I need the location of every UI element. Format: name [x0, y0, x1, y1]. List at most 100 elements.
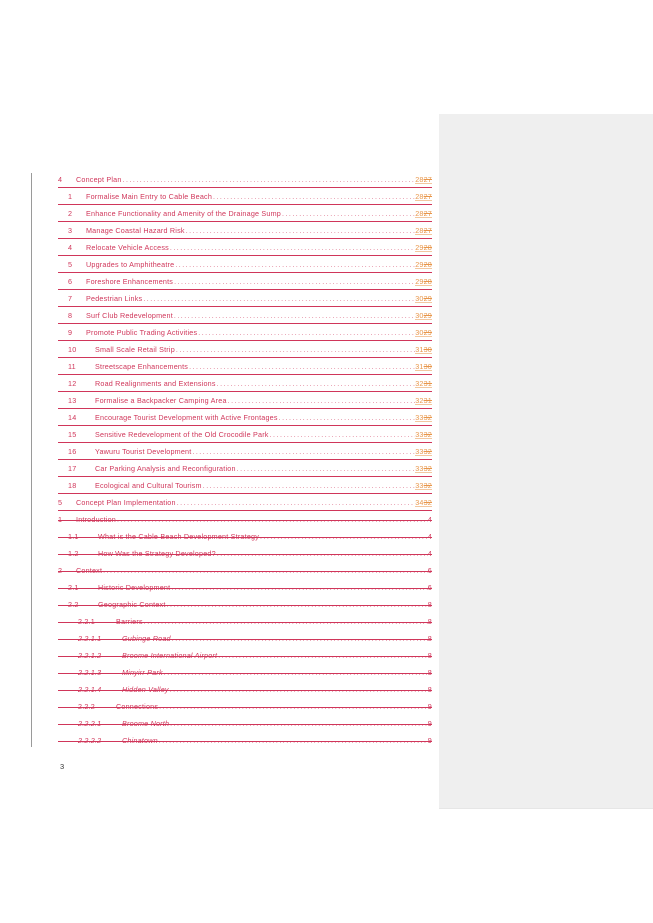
toc-title: What is the Cable Beach Development Stra… [98, 532, 260, 541]
toc-page: 3029 [415, 293, 432, 303]
toc-leader [189, 362, 415, 371]
toc-entry-deleted[interactable]: 2Context6 [58, 562, 432, 579]
toc-number: 1 [68, 191, 73, 201]
toc-number: 17 [68, 463, 77, 473]
toc-title: Barriers [116, 617, 143, 626]
toc-number: 15 [68, 429, 77, 439]
toc-entry[interactable]: 17 Car Parking Analysis and Reconfigurati… [58, 460, 432, 477]
toc-number: 14 [68, 412, 77, 422]
toc-number: 12 [68, 378, 77, 388]
toc-title: Car Parking Analysis and Reconfiguration [95, 463, 236, 473]
toc-leader [260, 532, 428, 541]
toc-entry[interactable]: 14 Encourage Tourist Development with Act… [58, 409, 432, 426]
toc-number: 2.1 [68, 583, 79, 592]
toc-entry-deleted[interactable]: 2.2.2.2Chinatown9 [58, 732, 432, 749]
toc-page: 2928 [415, 242, 432, 252]
toc-page: 3332 [415, 429, 432, 439]
toc-leader [170, 719, 428, 728]
toc-page: 2827 [415, 208, 432, 218]
toc-leader [217, 549, 428, 558]
toc-number: 2.2.1.3 [78, 668, 102, 677]
toc-entry-deleted[interactable]: 2.2.2Connections9 [58, 698, 432, 715]
toc-page: 3332 [415, 480, 432, 490]
toc-number: 5 [58, 497, 63, 507]
toc-leader [174, 277, 415, 286]
toc-number: 2.2 [68, 600, 79, 609]
toc-leader [164, 668, 428, 677]
toc-number: 5 [68, 259, 73, 269]
toc-title: Relocate Vehicle Access [86, 242, 169, 252]
toc-number: 9 [68, 327, 73, 337]
toc-title: Manage Coastal Hazard Risk [86, 225, 185, 235]
toc-number: 11 [68, 361, 76, 371]
toc-leader [213, 192, 415, 201]
toc-leader [175, 260, 415, 269]
toc-page: 8 [427, 651, 432, 660]
toc-leader [167, 600, 428, 609]
toc-title: Broome International Airport [122, 651, 218, 660]
toc-number: 2.2.2 [78, 702, 95, 711]
toc-page: 9 [427, 719, 432, 728]
toc-number: 16 [68, 446, 77, 456]
toc-title: Encourage Tourist Development with Activ… [95, 412, 278, 422]
toc-number: 7 [68, 293, 73, 303]
toc-page: 9 [427, 702, 432, 711]
toc-leader [172, 634, 428, 643]
toc-leader [177, 498, 415, 507]
toc-page: 4 [427, 532, 432, 541]
toc-title: Concept Plan [76, 174, 122, 184]
toc-entry-deleted[interactable]: 2.2.1Barriers8 [58, 613, 432, 630]
toc-page: 6 [427, 566, 432, 575]
toc-page: 9 [427, 736, 432, 745]
toc-number: 6 [68, 276, 73, 286]
toc-title: Small Scale Retail Strip [95, 344, 175, 354]
toc-leader [237, 464, 416, 473]
toc-number: 2.2.2.2 [78, 736, 102, 745]
toc-page: 2827 [415, 174, 432, 184]
toc-title: Gubinge Road [122, 634, 171, 643]
toc-leader [270, 430, 416, 439]
toc-title: Yawuru Tourist Development [95, 446, 192, 456]
toc-leader [159, 702, 428, 711]
toc-title: Streetscape Enhancements [95, 361, 189, 371]
toc-page: 2928 [415, 276, 432, 286]
toc-title: Minyirr Park [122, 668, 163, 677]
toc-entry-deleted[interactable]: 1Introduction4 [58, 511, 432, 528]
toc-number: 2 [58, 566, 63, 575]
toc-title: Introduction [76, 515, 116, 524]
toc-number: 18 [68, 480, 77, 490]
toc-leader [217, 379, 416, 388]
toc-page: 3432 [415, 497, 432, 507]
toc-title: Upgrades to Amphitheatre [86, 259, 175, 269]
toc-title: Road Realignments and Extensions [95, 378, 216, 388]
toc-title: How Was the Strategy Developed? [98, 549, 216, 558]
